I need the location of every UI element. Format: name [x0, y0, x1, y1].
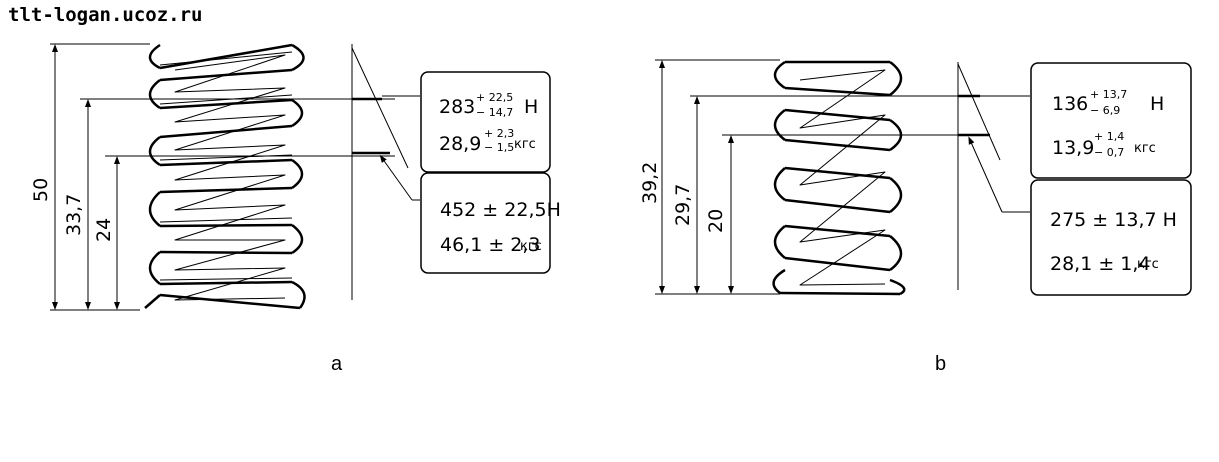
- load-box-a-1: [420, 71, 551, 173]
- box-b1-line1-plus: + 13,7: [1090, 88, 1127, 101]
- spring-a: [144, 43, 306, 310]
- load-box-b-2: [1030, 179, 1192, 296]
- box-b1-line1-unit: Н: [1150, 93, 1164, 115]
- box-a1-line2-main: 28,9: [439, 133, 481, 155]
- spring-b: [772, 60, 906, 296]
- box-a2-line1: 452 ± 22,5Н: [440, 199, 561, 221]
- dim-b-length-2: 20: [705, 209, 727, 233]
- box-a1-line1-plus: + 22,5: [476, 91, 513, 104]
- box-a1-line2-plus: + 2,3: [484, 127, 514, 140]
- box-a1-line1-main: 283: [439, 96, 475, 118]
- box-b1-line2-unit: кгс: [1134, 141, 1156, 156]
- box-a2-line2-unit: кгс: [520, 239, 542, 254]
- box-a1-line1-minus: − 14,7: [476, 106, 513, 119]
- box-b2-line1: 275 ± 13,7 Н: [1050, 209, 1177, 231]
- dim-a-free-length: 50: [30, 178, 52, 202]
- dim-b-length-1: 29,7: [672, 184, 694, 226]
- figure-a: 50 33,7 24 283 + 22,5 − 14,7 Н 28,9 + 2,…: [30, 43, 561, 375]
- figure-a-label: a: [331, 353, 343, 375]
- load-box-a-2: [420, 172, 551, 274]
- box-b1-line1-main: 136: [1052, 93, 1088, 115]
- box-b1-line2-plus: + 1,4: [1094, 130, 1124, 143]
- box-b1-line2-minus: − 0,7: [1094, 146, 1124, 159]
- watermark: tlt-logan.ucoz.ru: [8, 4, 203, 26]
- dim-a-length-1: 33,7: [63, 194, 85, 236]
- load-box-b-1: [1030, 62, 1192, 179]
- box-a1-line2-minus: − 1,5: [484, 141, 514, 154]
- box-a1-line2-unit: кгс: [514, 137, 536, 152]
- dim-a-length-2: 24: [93, 218, 115, 242]
- box-b2-line2-main: 28,1 ± 1,4: [1050, 253, 1151, 275]
- box-b1-line2-main: 13,9: [1052, 137, 1094, 159]
- box-a2-line2-main: 46,1 ± 2,3: [440, 234, 541, 256]
- box-b1-line1-minus: − 6,9: [1090, 104, 1120, 117]
- box-a1-line1-unit: Н: [524, 96, 538, 118]
- figure-b: 39,2 29,7 20 136 + 13,7 − 6,9 Н 13,9 + 1…: [639, 59, 1192, 375]
- figure-b-label: b: [935, 353, 946, 375]
- dim-b-free-length: 39,2: [639, 162, 661, 204]
- box-b2-line2-unit: кгс: [1137, 257, 1159, 272]
